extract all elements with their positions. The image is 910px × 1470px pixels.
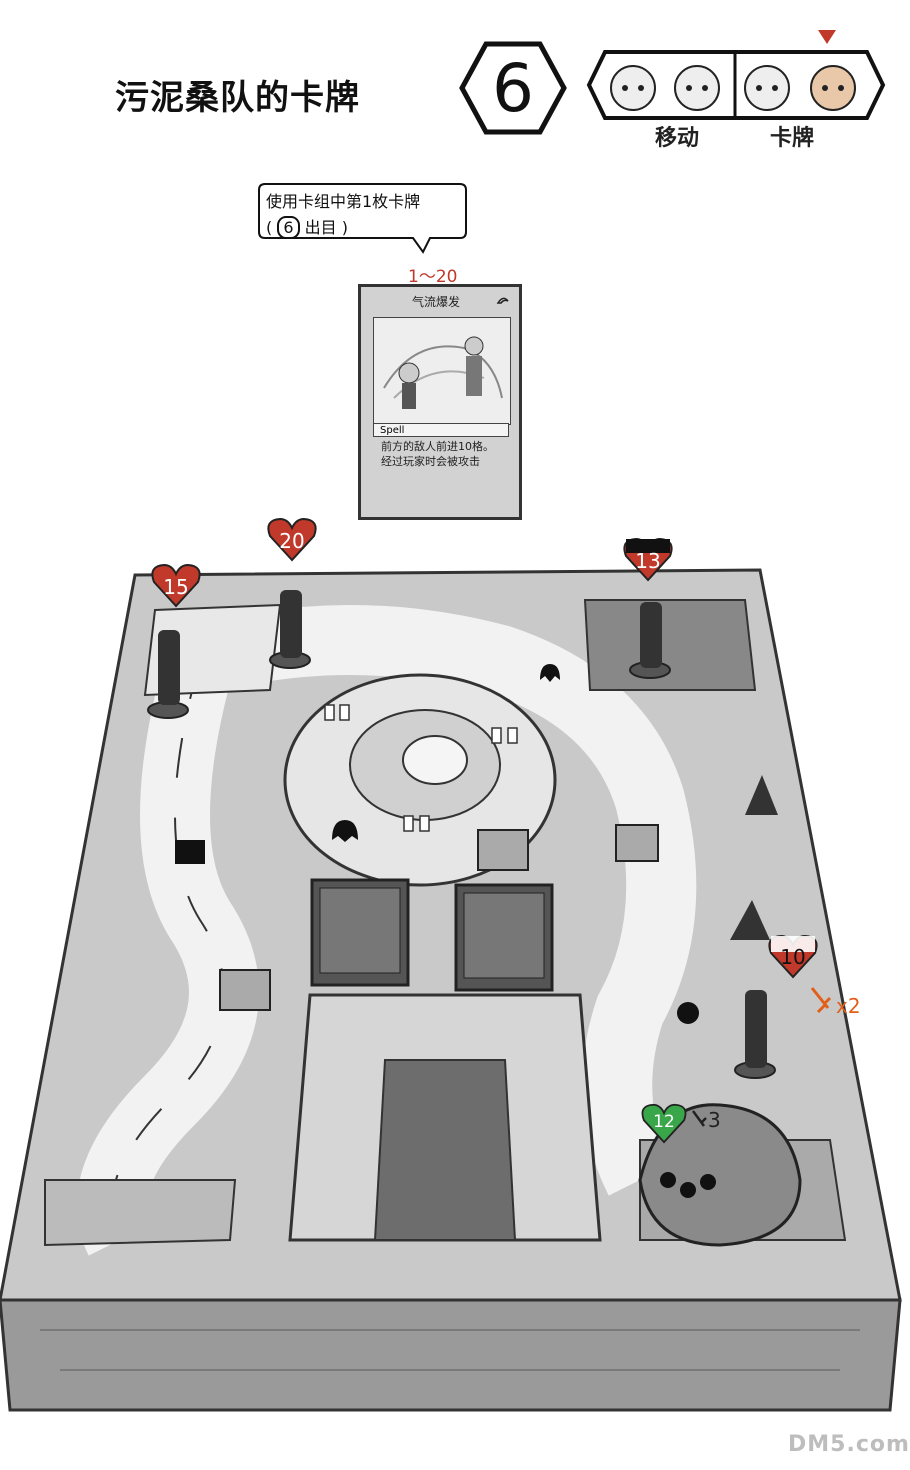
hp-value-player-3: 13 [635,549,661,573]
sword-icon [810,987,832,1014]
page-title: 污泥桑队的卡牌 [115,78,360,118]
heart-icon [151,563,201,608]
wind-burst-illustration [383,336,503,409]
card-name: 气流爆发 [411,295,460,309]
card-description: 前方的敌人前进10格。 经过玩家时会被攻击 [381,440,494,468]
heart-icon [768,934,818,979]
bubble-line-2-suffix: 出目 ) [304,218,348,237]
heart-icon [267,517,317,562]
current-turn-marker-icon [818,30,836,44]
turn-label-move: 移动 [655,126,700,151]
heart-icon [641,1103,687,1144]
hp-value-player-4: 10 [780,945,806,969]
turn-hexagon [459,41,567,135]
hp-value-slime-boss: 12 [653,1112,675,1132]
turn-order-bar [586,50,886,120]
turn-label-card: 卡牌 [770,126,815,151]
card-type: Spell [373,423,509,437]
card-illustration [373,317,511,425]
bubble-line-2: ( 6 出目 ) [266,214,348,239]
die-value: 6 [277,216,300,239]
game-board [0,568,902,1412]
spell-icon [496,297,509,304]
speech-bubble [258,183,467,254]
attack-multiplier: x2 [836,994,861,1018]
sword-icon [691,1110,707,1127]
turn-number: 6 [492,49,534,127]
paren-open: ( [266,218,273,237]
card-range: 1～20 [408,267,458,287]
bubble-line-1: 使用卡组中第1枚卡牌 [266,192,421,211]
boss-attack-bonus: 3 [708,1108,721,1132]
character-portrait [610,65,856,111]
spell-card: 气流爆发 Spell 前方的敌人前进10格。 经过玩家时会被攻击 [358,284,522,520]
heart-icon [623,537,673,582]
hp-value-player-2: 20 [279,529,305,553]
watermark-logo: DM5.com [788,1432,910,1457]
hp-value-player-1: 15 [163,575,189,599]
